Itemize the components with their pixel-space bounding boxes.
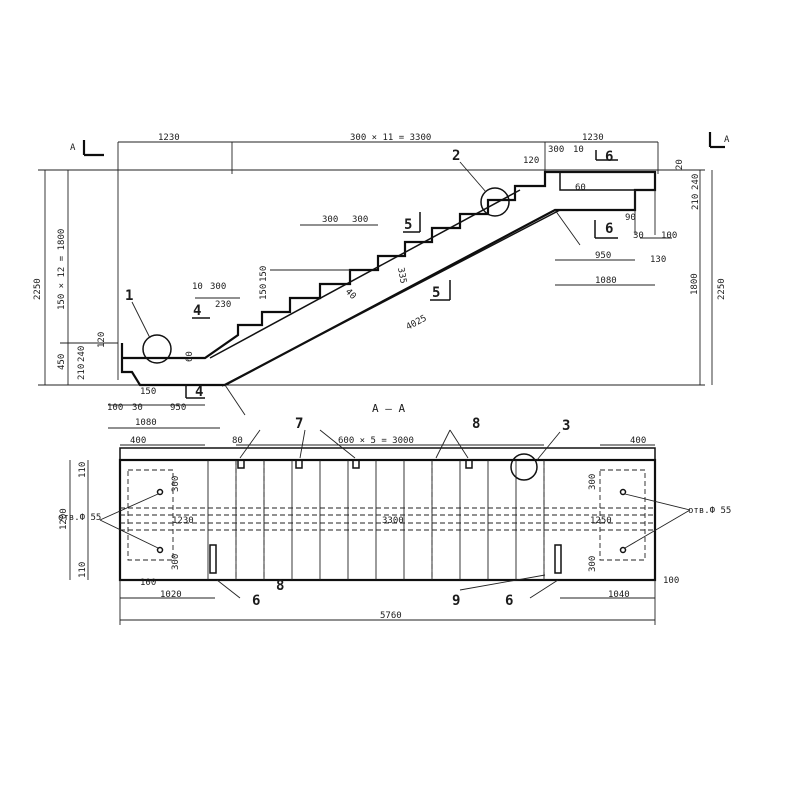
dim-top-mid: 300 × 11 = 3300 <box>350 133 431 143</box>
dim-top-left: 1230 <box>158 133 180 143</box>
callout-2: 2 <box>452 148 460 164</box>
plan-dim-5760: 5760 <box>380 611 402 621</box>
callout-6-top: 6 <box>605 149 613 165</box>
hole-label-right: отв.Ф 55 <box>688 506 731 516</box>
dim-right-100: 100 <box>661 231 677 241</box>
plan-dim-110-top: 110 <box>78 462 88 478</box>
dim-right-1080: 1080 <box>595 276 617 286</box>
dim-right-950: 950 <box>595 251 611 261</box>
callout-6-mid: 6 <box>605 221 613 237</box>
plan-dim-span: 600 × 5 = 3000 <box>338 436 414 446</box>
dim-diag-335: 335 <box>395 267 408 285</box>
plan-dim-1200: 1200 <box>59 508 69 530</box>
plan-dim-1250: 1250 <box>590 516 612 526</box>
plan-dim-left-400: 400 <box>130 436 146 446</box>
dim-bottom-30: 30 <box>132 403 143 413</box>
section-mark-left: А <box>70 143 76 153</box>
dim-top-10: 10 <box>573 145 584 155</box>
callout-4-top: 4 <box>193 303 201 319</box>
dim-bottom-1080: 1080 <box>135 418 157 428</box>
plan-callout-8-b: 8 <box>276 578 284 594</box>
plan-callout-6-right: 6 <box>505 593 513 609</box>
plan-dim-300-b: 300 <box>171 554 181 570</box>
dim-right-30: 30 <box>633 231 644 241</box>
plan-view: А — А <box>58 402 731 625</box>
dim-top-60: 60 <box>575 183 586 193</box>
elevation-view: А А 1230 300 × 11 = 3300 1230 300 10 120… <box>33 132 730 429</box>
dim-right-130: 130 <box>650 255 666 265</box>
plan-title: А — А <box>372 402 405 415</box>
stair-profile <box>120 170 657 387</box>
plan-dim-300-c: 300 <box>588 474 598 490</box>
dim-right-1800: 1800 <box>690 273 700 295</box>
plan-dim-110-bot: 110 <box>78 562 88 578</box>
dim-left-rise: 150 × 12 = 1800 <box>57 229 67 310</box>
dim-left-total: 2250 <box>33 278 43 300</box>
dim-top-300: 300 <box>548 145 564 155</box>
plan-callout-7: 7 <box>295 416 303 432</box>
dim-right-total: 2250 <box>717 278 727 300</box>
dim-tread-a: 300 <box>322 215 338 225</box>
callout-5-mid: 5 <box>432 285 440 301</box>
dim-small-10: 10 <box>192 282 203 292</box>
dim-bottom-950: 950 <box>170 403 186 413</box>
plan-dim-300-d: 300 <box>588 556 598 572</box>
plan-callout-8: 8 <box>472 416 480 432</box>
plan-dim-300-a: 300 <box>171 476 181 492</box>
dim-left-240: 240 <box>77 346 87 362</box>
dim-right-20: 20 <box>675 159 685 170</box>
plan-dim-1020: 1020 <box>160 590 182 600</box>
plan-dim-80: 80 <box>232 436 243 446</box>
dim-left-bottom: 450 <box>57 354 67 370</box>
dim-left-120: 120 <box>97 332 107 348</box>
plan-callout-3: 3 <box>562 418 570 434</box>
dim-small-230: 230 <box>215 300 231 310</box>
dim-left-210: 210 <box>77 364 87 380</box>
callout-5-top: 5 <box>404 217 412 233</box>
callout-4-bottom: 4 <box>195 384 203 400</box>
plan-dim-right-400: 400 <box>630 436 646 446</box>
dim-tread-b: 300 <box>352 215 368 225</box>
callout-1: 1 <box>125 288 133 304</box>
dim-small-60: 60 <box>185 351 195 362</box>
plan-callout-9: 9 <box>452 593 460 609</box>
dim-tread-low: 300 <box>210 282 226 292</box>
plan-dim-100-left: 100 <box>140 578 156 588</box>
dim-right-210: 210 <box>691 194 701 210</box>
dim-riser-a: 150 <box>259 266 269 282</box>
plan-dividers <box>207 460 545 580</box>
plan-dim-3300: 3300 <box>382 516 404 526</box>
dim-right-90: 90 <box>625 213 636 223</box>
plan-dim-1040: 1040 <box>608 590 630 600</box>
dim-top-right: 1230 <box>582 133 604 143</box>
dim-slab: 4025 <box>405 314 429 333</box>
plan-dim-100-right: 100 <box>663 576 679 586</box>
dim-riser-b: 150 <box>259 284 269 300</box>
dim-right-240: 240 <box>691 174 701 190</box>
dim-top-120: 120 <box>523 156 539 166</box>
dim-bottom-150: 150 <box>140 387 156 397</box>
plan-dim-1230: 1230 <box>172 516 194 526</box>
hole-label-left: отв.Ф 55 <box>58 513 101 523</box>
plan-callout-6-left: 6 <box>252 593 260 609</box>
section-mark-right: А <box>724 135 730 145</box>
dim-diag-40: 40 <box>343 287 358 302</box>
dim-bottom-100: 100 <box>107 403 123 413</box>
